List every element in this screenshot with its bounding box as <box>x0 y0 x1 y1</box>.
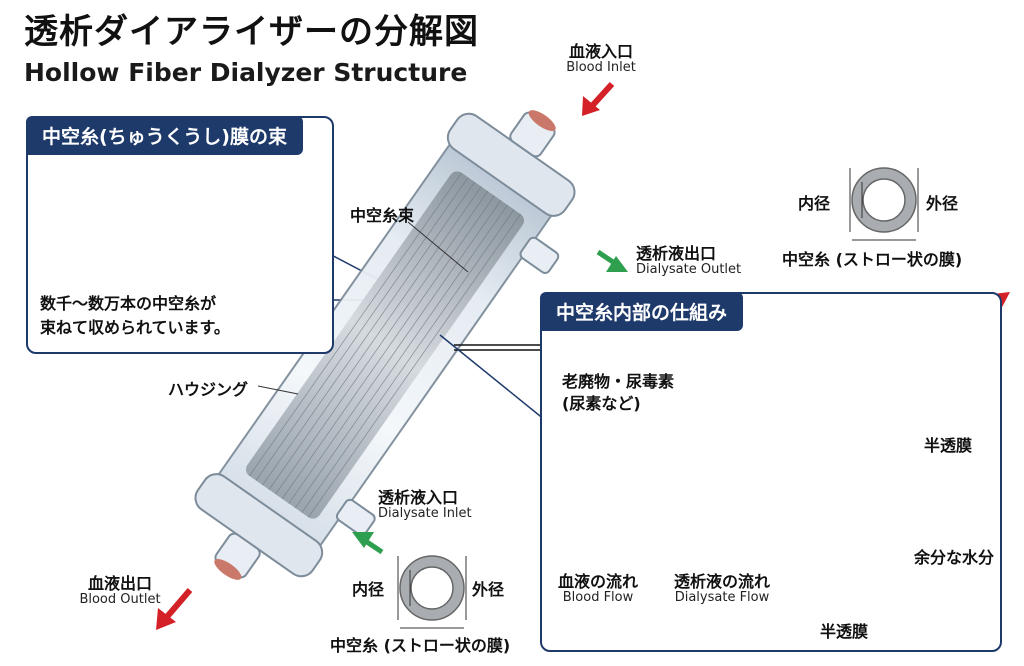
blood-outlet-label: 血液出口 <box>87 574 152 593</box>
blood-inlet-label-en: Blood Inlet <box>566 60 636 75</box>
housing-label: ハウジング <box>168 380 249 399</box>
excess-water-label: 余分な水分 <box>914 548 995 567</box>
fiber-panel-note-line2: 束ねて収められています。 <box>40 318 230 337</box>
waste-label-line1: 老廃物・尿毒素 <box>562 372 675 391</box>
page-title-jp: 透析ダイアライザーの分解図 <box>24 12 479 52</box>
blood-flow-label-en: Blood Flow <box>562 590 634 605</box>
dialysate-inlet-label-en: Dialysate Inlet <box>378 506 472 521</box>
blood-inlet-label: 血液入口 <box>568 42 633 61</box>
dialysate-outlet-label: 透析液出口 <box>636 244 717 263</box>
blood-flow-label: 血液の流れ <box>557 572 638 591</box>
mechanism-panel <box>540 292 1002 652</box>
blood-outlet-label-en: Blood Outlet <box>79 592 161 607</box>
cross-section-bottom-ring <box>397 555 467 629</box>
dialysate-inlet-label: 透析液入口 <box>378 488 459 507</box>
fiber-bundle-label: 中空糸束 <box>350 206 415 225</box>
cross-section-bottom-inner-label: 内径 <box>352 580 385 599</box>
dialyzer-body <box>194 110 576 580</box>
semi-membrane-label-bottom: 半透膜 <box>820 622 869 641</box>
cross-section-bottom-outer-label: 外径 <box>472 580 505 599</box>
dialysate-outlet-label-en: Dialysate Outlet <box>636 262 742 277</box>
fiber-panel-header: 中空糸(ちゅうくうし)膜の束 <box>26 116 303 155</box>
leader-housing <box>257 385 299 395</box>
fiber-panel <box>26 116 334 354</box>
dialysate-outlet-arrow <box>596 249 628 272</box>
waste-label-line2: (尿素など) <box>562 394 641 413</box>
blood-outlet-arrow <box>156 588 193 630</box>
cross-section-top-inner-label: 内径 <box>798 194 831 213</box>
cross-section-top-outer-label: 外径 <box>926 194 959 213</box>
fiber-panel-note-line1: 数千〜数万本の中空糸が <box>40 294 217 313</box>
dialysate-flow-label-en: Dialysate Flow <box>674 590 770 605</box>
dialysate-flow-label: 透析液の流れ <box>673 572 770 591</box>
zoom-line <box>439 334 546 421</box>
dialysate-inlet-arrow <box>352 532 384 555</box>
mechanism-panel-header: 中空糸内部の仕組み <box>540 292 744 331</box>
blood-inlet-arrow <box>582 81 615 116</box>
page-title-en: Hollow Fiber Dialyzer Structure <box>24 58 468 87</box>
cross-section-top-ring <box>849 167 919 241</box>
cross-section-top-caption: 中空糸 (ストロー状の膜) <box>782 250 963 269</box>
semi-membrane-label-top: 半透膜 <box>924 436 973 455</box>
cross-section-bottom-caption: 中空糸 (ストロー状の膜) <box>330 636 511 655</box>
leader-fiber-bundle <box>407 221 469 273</box>
